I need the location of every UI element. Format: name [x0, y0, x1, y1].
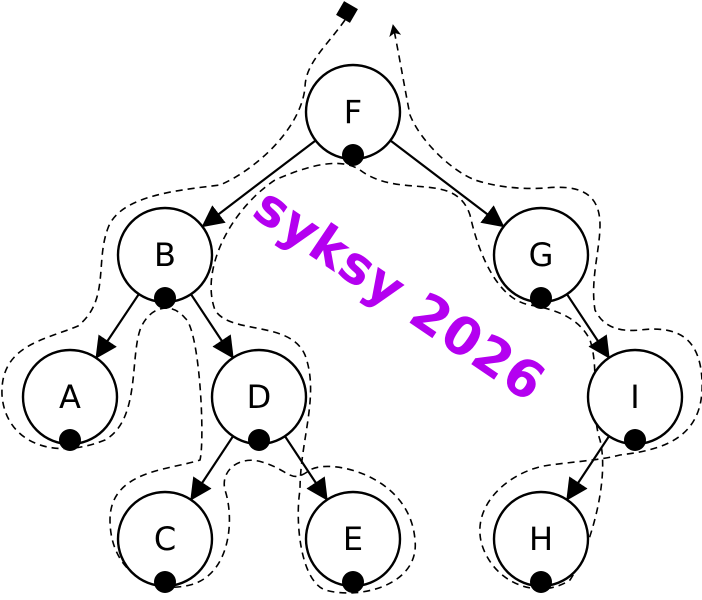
node-D: D [210, 348, 308, 451]
node-G: G [492, 206, 590, 309]
traversal-dot [624, 429, 646, 451]
traversal-dot [342, 571, 364, 593]
edge-B-A [95, 293, 140, 359]
node-label: C [154, 520, 176, 558]
traversal-dot [154, 571, 176, 593]
node-E: E [304, 490, 402, 593]
traversal-dot [530, 287, 552, 309]
node-label: F [344, 93, 362, 131]
node-label: A [59, 378, 81, 416]
traversal-path [1, 19, 702, 594]
node-label: G [529, 236, 554, 274]
edge-I-H [566, 435, 610, 501]
node-label: B [154, 236, 176, 274]
traversal-dot [248, 429, 270, 451]
traversal-start-marker [336, 1, 358, 23]
node-label: E [343, 520, 363, 558]
node-B: B [116, 206, 214, 309]
node-H: H [492, 490, 590, 593]
edge-F-G [389, 139, 505, 228]
edge-G-I [566, 293, 610, 359]
node-A: A [21, 348, 119, 451]
traversal-dot [59, 429, 81, 451]
node-C: C [116, 490, 214, 593]
edge-B-D [190, 293, 234, 359]
node-label: D [247, 378, 272, 416]
traversal-dot [342, 144, 364, 166]
tree-nodes: F B G A D I C E H [21, 63, 684, 593]
edge-F-B [201, 139, 317, 228]
edge-D-C [190, 435, 234, 501]
tree-edges [95, 139, 610, 501]
node-I: I [586, 348, 684, 451]
node-label: I [630, 378, 639, 416]
traversal-dot [530, 571, 552, 593]
edge-D-E [284, 435, 328, 501]
traversal-dot [154, 287, 176, 309]
node-label: H [529, 520, 553, 558]
node-F: F [304, 63, 402, 166]
